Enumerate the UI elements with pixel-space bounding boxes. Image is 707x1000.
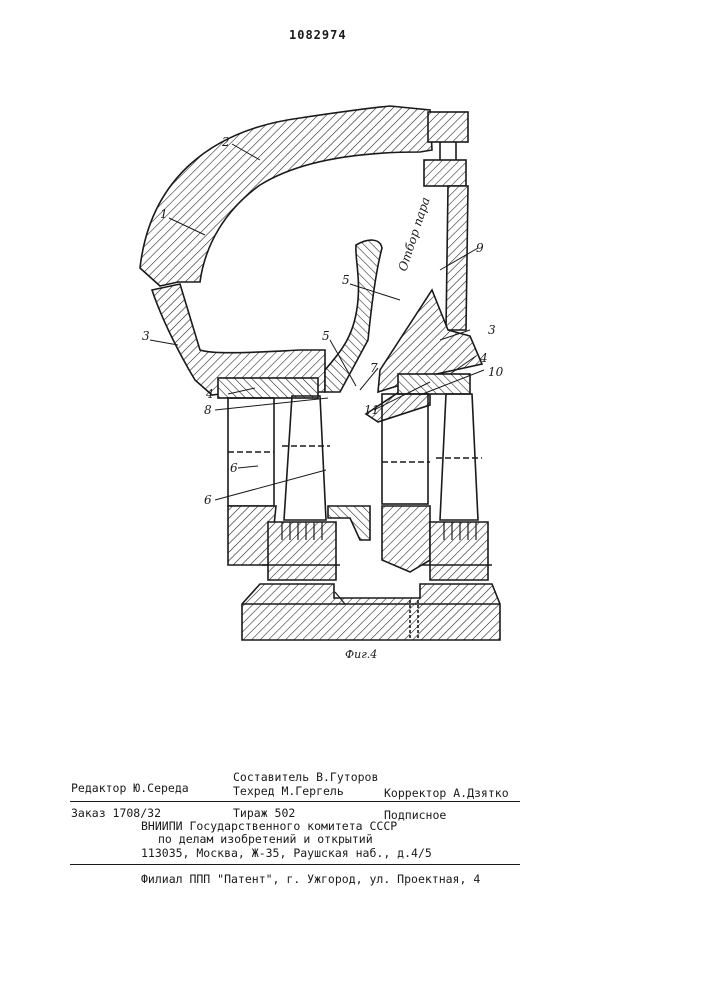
figure-caption: Фиг.4 (345, 648, 377, 661)
address: 113035, Москва, Ж-35, Раушская наб., д.4… (141, 846, 432, 860)
org-line-1: ВНИИПИ Государственного комитета СССР (141, 819, 397, 833)
seat-right (398, 374, 470, 394)
divider-top (70, 801, 520, 802)
branch: Филиал ППП "Патент", г. Ужгород, ул. Про… (141, 872, 480, 886)
label-7: 7 (370, 361, 378, 375)
top-flange-block (428, 112, 468, 142)
outer-casing (140, 106, 432, 286)
circulation: Тираж 502 (233, 806, 295, 820)
label-1: 1 (160, 207, 168, 221)
shaft (242, 584, 500, 640)
order: Заказ 1708/32 (71, 806, 161, 820)
label-5-upper: 5 (342, 273, 350, 287)
blade-tapered-right (440, 394, 478, 520)
diaphragm-plate (446, 186, 468, 330)
label-10: 10 (488, 365, 504, 379)
bolt-block (424, 160, 466, 186)
rotor-disc-left (268, 522, 336, 580)
turbine-section-drawing: 1 2 3 3 4 4 5 5 6 6 7 8 9 10 11 Отбор па… (0, 0, 707, 700)
divider-bottom (70, 864, 520, 865)
label-11: 11 (364, 403, 379, 417)
techred: Техред М.Гергель (233, 784, 344, 798)
org-line-2: по делам изобретений и открытий (158, 832, 373, 846)
label-3-left: 3 (142, 329, 150, 343)
rotor-disc-right (430, 522, 488, 580)
label-6-left: 6 (230, 461, 238, 475)
editor: Редактор Ю.Середа (71, 781, 189, 795)
diaphragm-body-right (382, 506, 430, 572)
blade-tapered-left (284, 396, 326, 520)
steam-extraction-label: Отбор пара (396, 195, 433, 273)
label-2: 2 (221, 135, 230, 149)
label-9: 9 (476, 241, 484, 255)
label-4-right: 4 (479, 351, 488, 365)
label-5-lower: 5 (322, 329, 330, 343)
label-4-left: 4 (205, 387, 214, 401)
compiler: Составитель В.Гуторов (233, 770, 378, 784)
label-8: 8 (204, 403, 212, 417)
corrector: Корректор А.Дзятко (384, 786, 509, 800)
label-6-lower: 6 (204, 493, 212, 507)
label-3-right: 3 (488, 323, 496, 337)
seat-left (218, 378, 318, 398)
